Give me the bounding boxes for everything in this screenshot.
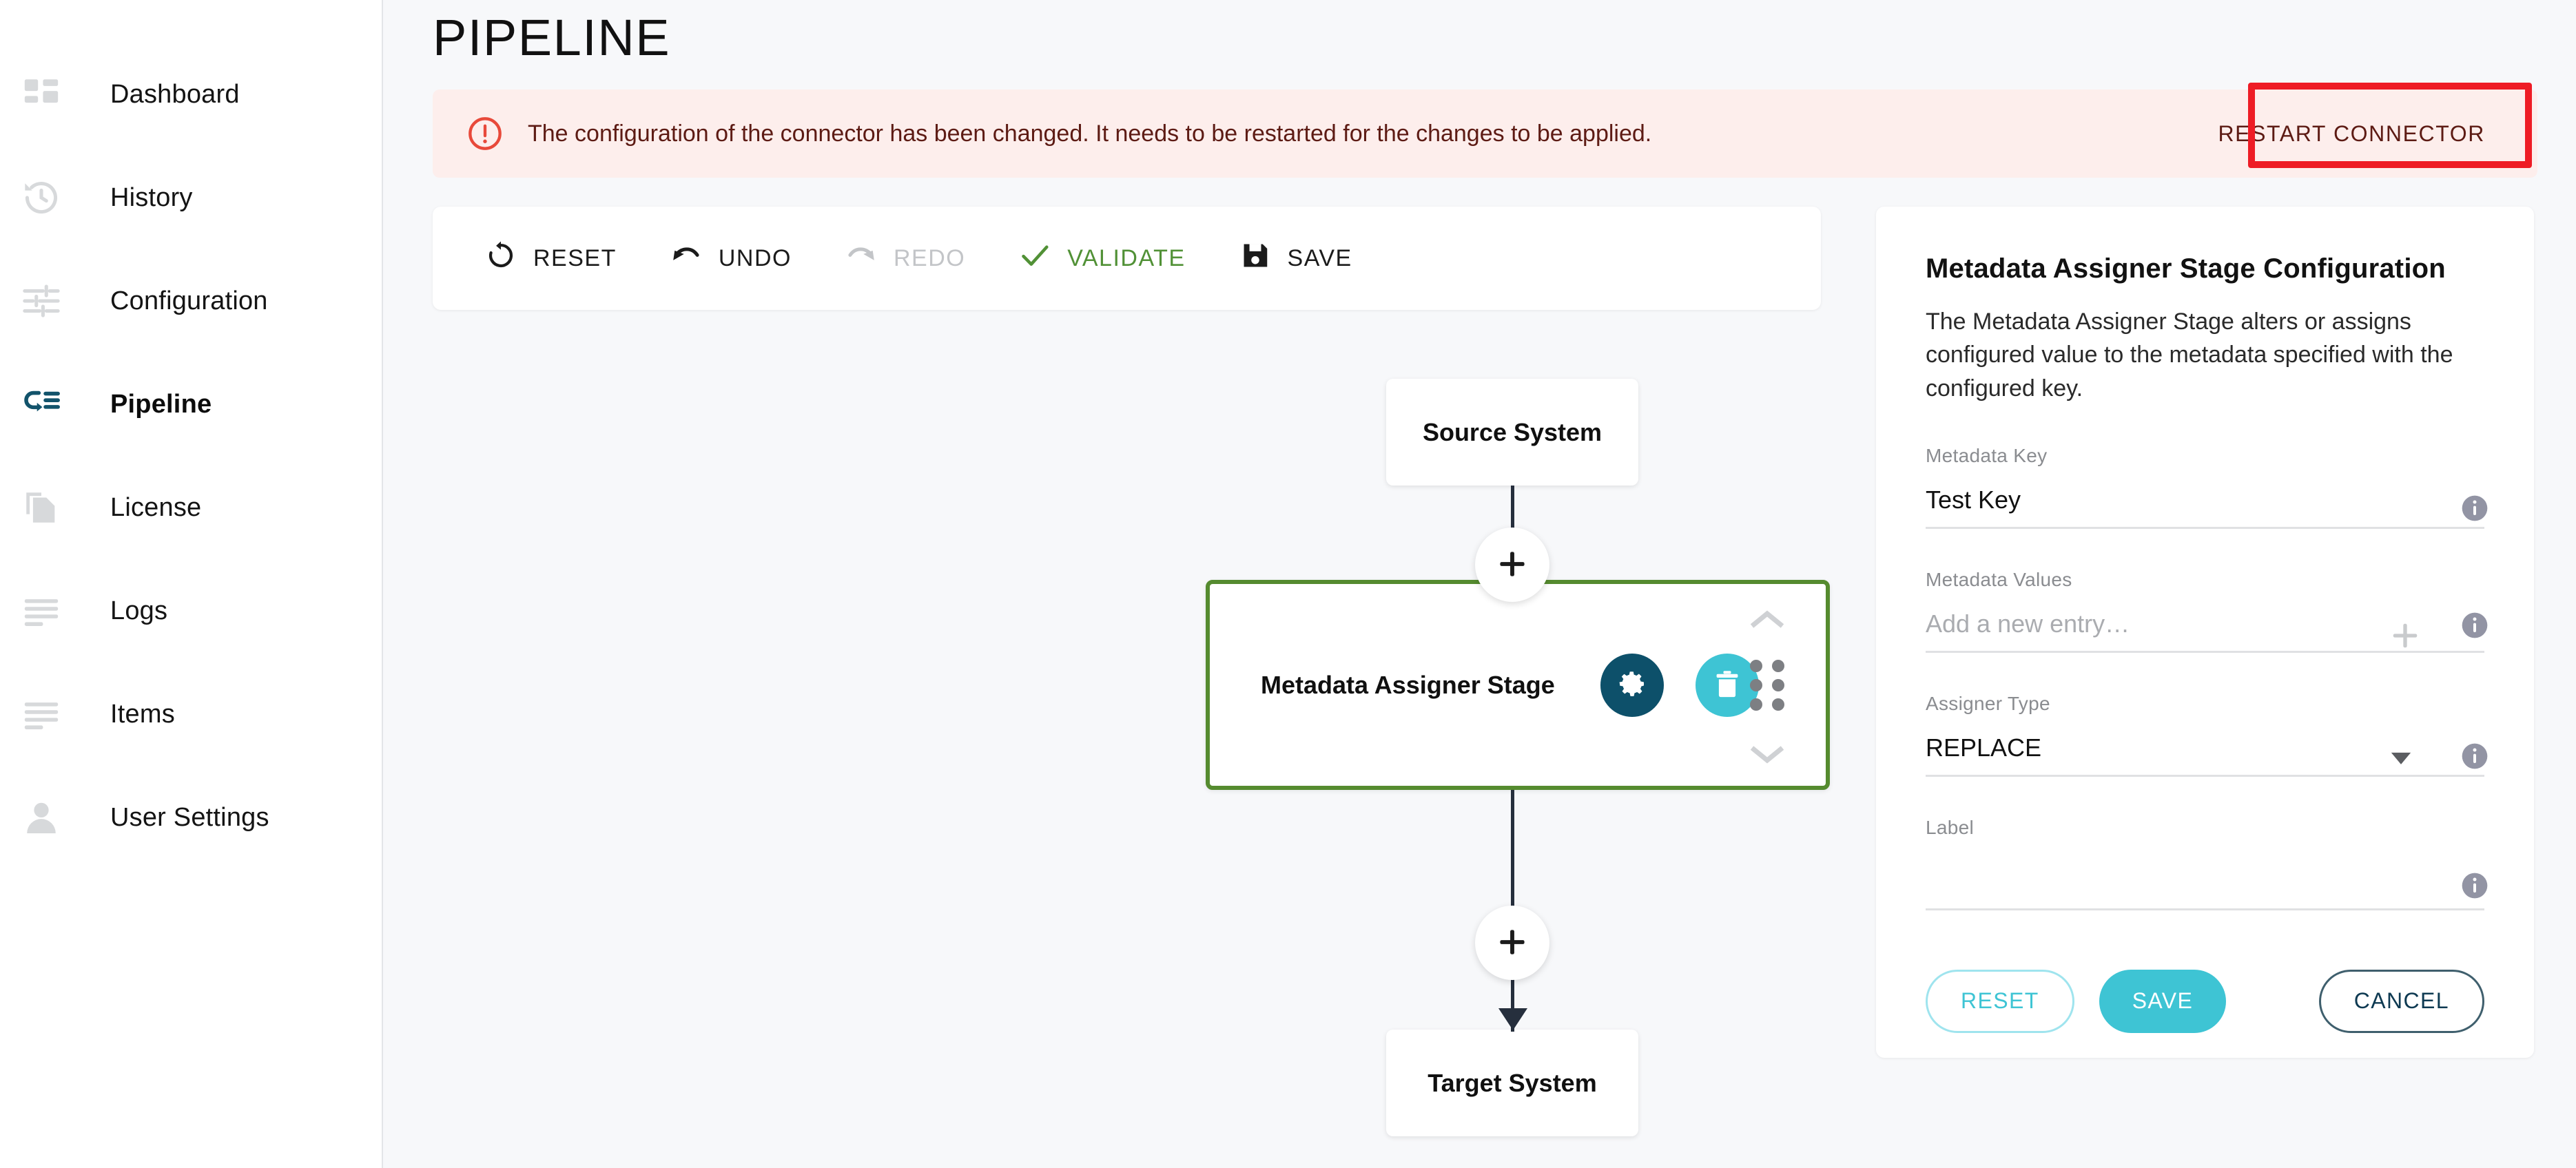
sidebar-item-license[interactable]: License xyxy=(0,456,382,559)
sidebar-item-label: License xyxy=(110,492,202,522)
plus-icon xyxy=(1497,927,1527,959)
sidebar-item-pipeline[interactable]: Pipeline xyxy=(0,353,382,456)
add-stage-button-bottom[interactable] xyxy=(1475,906,1549,980)
restart-required-alert: The configuration of the connector has b… xyxy=(433,90,2537,178)
add-stage-button-top[interactable] xyxy=(1475,528,1549,602)
pipeline-icon xyxy=(15,378,68,430)
stage-configuration-panel: Metadata Assigner Stage Configuration Th… xyxy=(1876,207,2534,1058)
toolbar-label: REDO xyxy=(893,244,966,271)
field-placeholder: Add a new entry… xyxy=(1926,609,2130,638)
page-title: PIPELINE xyxy=(433,9,671,66)
info-icon[interactable] xyxy=(2461,872,2489,899)
restart-connector-button[interactable]: RESTART CONNECTOR xyxy=(2190,103,2513,165)
drag-dots-icon[interactable] xyxy=(1750,659,1784,711)
redo-arrow-icon xyxy=(845,240,894,278)
sliders-icon xyxy=(15,275,68,327)
dashboard-grid-icon xyxy=(15,68,68,121)
sidebar-item-label: Dashboard xyxy=(110,79,240,109)
field-assigner-type: Assigner Type REPLACE xyxy=(1926,692,2488,777)
toolbar-label: SAVE xyxy=(1287,244,1352,271)
rotate-left-icon xyxy=(485,240,533,278)
sidebar-item-label: Logs xyxy=(110,596,168,625)
save-button[interactable]: SAVE xyxy=(1239,240,1383,278)
pipeline-flow-graph: Source System Metadata Assigner Stage xyxy=(433,255,1830,1168)
field-value: REPLACE xyxy=(1926,733,2042,762)
sidebar-item-logs[interactable]: Logs xyxy=(0,559,382,663)
caret-down-icon[interactable] xyxy=(2389,751,2413,766)
sidebar: Dashboard History Configuration xyxy=(0,0,383,1168)
field-label-text: Label xyxy=(1926,816,2488,910)
sidebar-item-user-settings[interactable]: User Settings xyxy=(0,766,382,869)
chevron-down-icon[interactable] xyxy=(1749,742,1785,764)
sidebar-item-dashboard[interactable]: Dashboard xyxy=(0,43,382,146)
metadata-key-input[interactable]: Test Key xyxy=(1926,474,2484,529)
sidebar-item-label: User Settings xyxy=(110,802,269,832)
pipeline-canvas-card: RESET UNDO REDO xyxy=(433,207,1821,310)
user-icon xyxy=(15,791,68,844)
check-icon xyxy=(1019,240,1067,278)
pipeline-toolbar: RESET UNDO REDO xyxy=(433,207,1821,310)
metadata-assigner-stage-node[interactable]: Metadata Assigner Stage xyxy=(1206,580,1830,790)
undo-arrow-icon xyxy=(670,240,719,278)
stage-settings-button[interactable] xyxy=(1600,653,1664,717)
assigner-type-select[interactable]: REPLACE xyxy=(1926,722,2484,777)
field-label: Label xyxy=(1926,816,1975,838)
history-clock-icon xyxy=(15,171,68,224)
undo-button[interactable]: UNDO xyxy=(670,240,822,278)
error-circle-icon xyxy=(467,116,503,152)
toolbar-label: VALIDATE xyxy=(1067,244,1186,271)
main-content: PIPELINE The configuration of the connec… xyxy=(383,0,2576,1168)
trash-icon xyxy=(1712,669,1742,701)
config-panel-actions: RESET SAVE CANCEL xyxy=(1926,969,2484,1033)
panel-save-button[interactable]: SAVE xyxy=(2099,969,2227,1033)
target-system-node[interactable]: Target System xyxy=(1386,1030,1638,1136)
lines-list-icon xyxy=(15,688,68,740)
reset-button[interactable]: RESET xyxy=(485,240,647,278)
document-copy-icon xyxy=(15,481,68,534)
toolbar-label: RESET xyxy=(533,244,617,271)
sidebar-item-label: Items xyxy=(110,699,175,729)
metadata-values-input[interactable]: Add a new entry… xyxy=(1926,598,2484,653)
plus-icon xyxy=(1497,549,1527,581)
label-input[interactable] xyxy=(1926,846,2484,910)
validate-button[interactable]: VALIDATE xyxy=(1019,240,1215,278)
config-panel-title: Metadata Assigner Stage Configuration xyxy=(1926,253,2446,284)
lines-list-icon xyxy=(15,585,68,637)
info-icon[interactable] xyxy=(2461,742,2489,770)
gear-icon xyxy=(1617,669,1647,701)
redo-button[interactable]: REDO xyxy=(845,240,996,278)
alert-banner-wrapper: The configuration of the connector has b… xyxy=(433,83,2537,178)
content-row: RESET UNDO REDO xyxy=(433,207,2537,1058)
sidebar-item-label: History xyxy=(110,182,193,212)
sidebar-item-configuration[interactable]: Configuration xyxy=(0,249,382,353)
field-label: Metadata Values xyxy=(1926,568,2072,590)
stage-node-side-controls xyxy=(1736,584,1798,786)
field-metadata-key: Metadata Key Test Key xyxy=(1926,444,2488,529)
field-metadata-values: Metadata Values Add a new entry… xyxy=(1926,568,2488,653)
field-value: Test Key xyxy=(1926,486,2021,514)
stage-node-label: Metadata Assigner Stage xyxy=(1261,670,1555,699)
info-icon[interactable] xyxy=(2461,494,2489,522)
chevron-up-icon[interactable] xyxy=(1749,607,1785,628)
panel-cancel-button[interactable]: CANCEL xyxy=(2318,969,2484,1033)
sidebar-item-items[interactable]: Items xyxy=(0,663,382,766)
sidebar-item-label: Pipeline xyxy=(110,389,212,419)
field-label: Metadata Key xyxy=(1926,444,2048,466)
config-panel-description: The Metadata Assigner Stage alters or as… xyxy=(1926,309,2453,402)
alert-message: The configuration of the connector has b… xyxy=(528,120,1652,147)
toolbar-label: UNDO xyxy=(718,244,792,271)
field-label: Assigner Type xyxy=(1926,692,2050,714)
floppy-disk-icon xyxy=(1239,240,1288,278)
source-system-node[interactable]: Source System xyxy=(1386,379,1638,486)
plus-icon[interactable] xyxy=(2389,620,2421,651)
info-icon[interactable] xyxy=(2461,612,2489,639)
sidebar-item-label: Configuration xyxy=(110,286,268,315)
stage-delete-button[interactable] xyxy=(1695,653,1759,717)
sidebar-item-history[interactable]: History xyxy=(0,146,382,249)
panel-reset-button[interactable]: RESET xyxy=(1926,969,2074,1033)
